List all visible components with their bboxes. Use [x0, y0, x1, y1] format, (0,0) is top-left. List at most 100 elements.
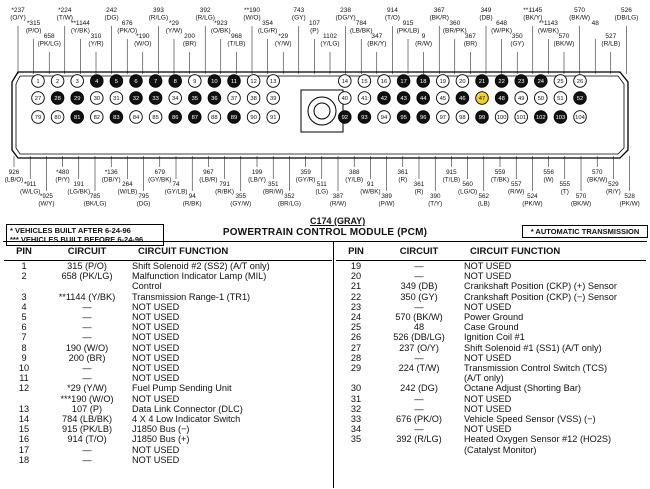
cell-circuit: 242 (DG): [400, 383, 438, 394]
pin-number: 10: [211, 79, 217, 85]
pin-number: 87: [192, 115, 198, 121]
pin-3: [70, 74, 84, 88]
pin-number: 18: [420, 79, 426, 85]
cell-function: 4 X 4 Low Indicator Switch: [132, 414, 241, 425]
header-circuit: CIRCUIT: [376, 242, 462, 261]
cell-pin: 13: [18, 403, 30, 414]
wire-label-bottom: 191: [74, 181, 85, 188]
pin-number: 91: [270, 115, 276, 121]
cell-pin: [4, 281, 44, 291]
pin-21: [475, 74, 489, 88]
wire-label-top: 658: [44, 33, 55, 40]
cell-pin: 28: [350, 352, 362, 363]
cell-pin: 26: [350, 332, 362, 343]
cell-pin: 30: [350, 383, 362, 394]
pin-number: 1: [36, 79, 39, 85]
wire-label-bottom: (GY/R): [296, 176, 316, 183]
cell-pin: 20: [350, 271, 362, 282]
pin-31: [109, 91, 124, 105]
wire-label-top: **190: [244, 7, 260, 14]
cell-circuit: ***190 (W/O): [60, 393, 114, 404]
pin-number: 33: [152, 96, 158, 102]
cell-function: NOT USED: [132, 444, 180, 455]
center-bolt-inner: [313, 102, 331, 120]
pin-81: [70, 110, 84, 124]
pin-number: 30: [94, 96, 100, 102]
cell-function: Data Link Connector (DLC): [132, 403, 243, 414]
wire-label-top: 48: [592, 20, 600, 27]
cell-circuit: 784 (LB/BK): [61, 414, 113, 425]
pin-96: [416, 110, 430, 124]
cell-function: Crankshaft Position (CKP) (−) Sensor: [464, 291, 617, 302]
wire-label-top: 367: [465, 33, 476, 40]
wire-label-top: (Y/BK): [71, 28, 90, 35]
cell-function: NOT USED: [464, 352, 512, 363]
wire-label-bottom: (GY/BK): [148, 176, 171, 183]
pin-number: 88: [211, 115, 217, 121]
table-row: 6—NOT USED: [4, 322, 332, 332]
table-row: 5—NOT USED: [4, 312, 332, 322]
wire-label-top: 354: [262, 20, 273, 27]
wire-label-top: (BR/PK): [443, 28, 467, 35]
cell-pin: 31: [350, 393, 362, 404]
cell-function: NOT USED: [464, 261, 512, 271]
wire-label-bottom: 926: [9, 169, 20, 176]
table-row: 20—NOT USED: [336, 271, 646, 281]
wire-label-top: 784: [356, 20, 367, 27]
cell-circuit: 190 (W/O): [65, 342, 109, 353]
pin-87: [188, 110, 202, 124]
pin-number: 7: [154, 79, 157, 85]
wire-label-bottom: (BK/W): [587, 176, 607, 183]
wire-label-top: *237: [11, 7, 25, 14]
pin-number: 20: [459, 79, 465, 85]
pin-number: 83: [113, 115, 119, 121]
pin-42: [377, 91, 391, 105]
pin-39: [266, 91, 280, 105]
cell-pin: 34: [350, 424, 362, 435]
wire-label-bottom: 361: [398, 169, 409, 176]
pin-86: [168, 110, 182, 124]
pin-number: 89: [231, 115, 237, 121]
table-row: 13 107 (P) Data Link Connector (DLC): [4, 404, 332, 414]
connector-body: [11, 71, 629, 159]
cell-circuit: 48: [413, 322, 425, 333]
wire-label-top: 915: [403, 20, 414, 27]
cell-pin: 9: [21, 352, 27, 363]
table-row: 34—NOT USED: [336, 424, 646, 434]
cell-function: NOT USED: [132, 322, 180, 333]
pin-number: 14: [342, 79, 349, 85]
cell-pin: 1: [21, 261, 27, 271]
wire-label-bottom: 795: [138, 193, 149, 200]
wire-label-bottom: (PK/W): [522, 200, 542, 207]
pin-83: [109, 110, 124, 124]
cell-function: NOT USED: [464, 393, 512, 404]
cell-circuit: —: [414, 424, 424, 435]
cell-function: Case Ground: [464, 322, 519, 333]
cell-function: NOT USED: [132, 312, 180, 323]
wire-label-top: (O/BK): [211, 28, 231, 35]
pin-17: [396, 74, 411, 88]
pin-number: 24: [538, 79, 545, 85]
connector-inner: [15, 75, 625, 155]
wire-label-bottom: 529: [608, 181, 619, 188]
wire-label-bottom: (GY/W): [230, 200, 251, 207]
wire-label-bottom: (W/LG): [20, 188, 40, 195]
cell-circuit: [376, 445, 462, 455]
cell-circuit: 107 (P): [71, 403, 103, 414]
wire-label-bottom: (W): [544, 176, 554, 183]
wire-label-bottom: 351: [268, 181, 279, 188]
cell-pin: 10: [18, 363, 30, 374]
wire-label-top: (GY): [292, 15, 306, 22]
pin-16: [377, 74, 391, 88]
wire-label-bottom: (R): [415, 188, 424, 195]
pin-27: [31, 91, 45, 105]
cell-function: Fuel Pump Sending Unit: [132, 383, 232, 394]
pin-number: 94: [381, 115, 388, 121]
cell-function: (A/T only): [464, 373, 504, 384]
cell-function: NOT USED: [132, 301, 180, 312]
pin-number: 80: [54, 115, 60, 121]
